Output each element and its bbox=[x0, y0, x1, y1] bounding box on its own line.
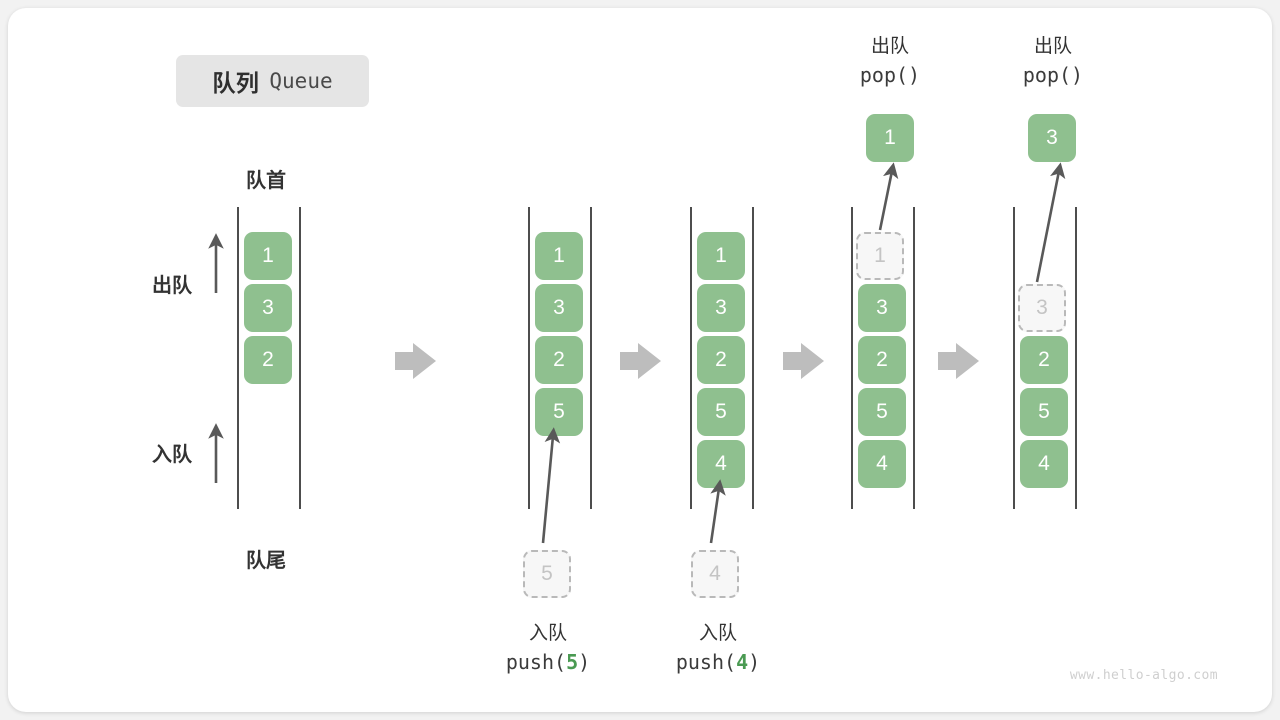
queue-cell: 2 bbox=[244, 336, 292, 384]
caption-pop-1: 出队 pop() bbox=[820, 33, 960, 90]
queue-cell: 5 bbox=[858, 388, 906, 436]
flow-arrow bbox=[620, 343, 661, 379]
rail-right-stage-5 bbox=[1075, 207, 1077, 509]
queue-cell: 4 bbox=[697, 440, 745, 488]
flow-arrow bbox=[938, 343, 979, 379]
queue-cell: 5 bbox=[1020, 388, 1068, 436]
rail-right-stage-4 bbox=[913, 207, 915, 509]
watermark: www.hello-algo.com bbox=[1069, 668, 1218, 683]
caption-pop-3-cn: 出队 bbox=[1033, 36, 1072, 57]
ghost-cell-outgoing: 1 bbox=[856, 232, 904, 280]
queue-cell: 2 bbox=[697, 336, 745, 384]
label-tail: 队尾 bbox=[246, 550, 286, 572]
rail-left-stage-2 bbox=[528, 207, 530, 509]
caption-push-5-arg: 5 bbox=[566, 649, 579, 674]
ghost-cell-incoming: 5 bbox=[523, 550, 571, 598]
caption-push-5: 入队 push(5) bbox=[463, 620, 633, 677]
caption-push-4-code: push(4) bbox=[675, 649, 761, 674]
rail-left-stage-1 bbox=[237, 207, 239, 509]
caption-push-4-arg: 4 bbox=[736, 649, 749, 674]
label-enqueue: 入队 bbox=[152, 444, 192, 466]
title-chinese: 队列 bbox=[212, 70, 260, 96]
label-dequeue: 出队 bbox=[152, 275, 192, 297]
rail-left-stage-5 bbox=[1013, 207, 1015, 509]
rail-left-stage-4 bbox=[851, 207, 853, 509]
popped-element: 3 bbox=[1028, 114, 1076, 162]
push-4-arrow bbox=[709, 479, 726, 544]
caption-push-5-code: push(5) bbox=[505, 649, 591, 674]
queue-cell: 2 bbox=[535, 336, 583, 384]
rail-right-stage-3 bbox=[752, 207, 754, 509]
caption-pop-1-code: pop() bbox=[859, 62, 921, 87]
queue-cell: 3 bbox=[244, 284, 292, 332]
ghost-cell-incoming: 4 bbox=[691, 550, 739, 598]
queue-cell: 1 bbox=[244, 232, 292, 280]
rail-right-stage-2 bbox=[590, 207, 592, 509]
caption-pop-1-cn: 出队 bbox=[870, 36, 909, 57]
caption-pop-3: 出队 pop() bbox=[983, 33, 1123, 90]
queue-cell: 4 bbox=[1020, 440, 1068, 488]
label-head: 队首 bbox=[246, 170, 286, 192]
diagram-title-badge: 队列 Queue bbox=[176, 55, 369, 107]
push-5-arrow bbox=[541, 427, 561, 544]
pop-1-arrow bbox=[878, 162, 899, 231]
queue-cell: 3 bbox=[535, 284, 583, 332]
queue-cell: 1 bbox=[535, 232, 583, 280]
popped-element: 1 bbox=[866, 114, 914, 162]
arrow-overlay bbox=[208, 162, 1066, 544]
queue-cell: 4 bbox=[858, 440, 906, 488]
queue-cell: 5 bbox=[535, 388, 583, 436]
queue-cell: 5 bbox=[697, 388, 745, 436]
queue-cell: 2 bbox=[858, 336, 906, 384]
caption-push-4: 入队 push(4) bbox=[633, 620, 803, 677]
diagram-card: 队列 Queue 队首 队尾 出队 入队 1 3 2 1 3 2 5 5 入队 … bbox=[8, 8, 1272, 712]
caption-push-5-cn: 入队 bbox=[528, 623, 567, 644]
caption-push-4-cn: 入队 bbox=[698, 623, 737, 644]
ghost-cell-outgoing: 3 bbox=[1018, 284, 1066, 332]
queue-cell: 2 bbox=[1020, 336, 1068, 384]
flow-arrow bbox=[395, 343, 436, 379]
pop-3-arrow bbox=[1035, 162, 1066, 283]
title-english: Queue bbox=[269, 69, 333, 93]
flow-arrow bbox=[783, 343, 824, 379]
queue-cell: 3 bbox=[858, 284, 906, 332]
rail-left-stage-3 bbox=[690, 207, 692, 509]
rail-right-stage-1 bbox=[299, 207, 301, 509]
queue-cell: 3 bbox=[697, 284, 745, 332]
caption-pop-3-code: pop() bbox=[1022, 62, 1084, 87]
queue-cell: 1 bbox=[697, 232, 745, 280]
